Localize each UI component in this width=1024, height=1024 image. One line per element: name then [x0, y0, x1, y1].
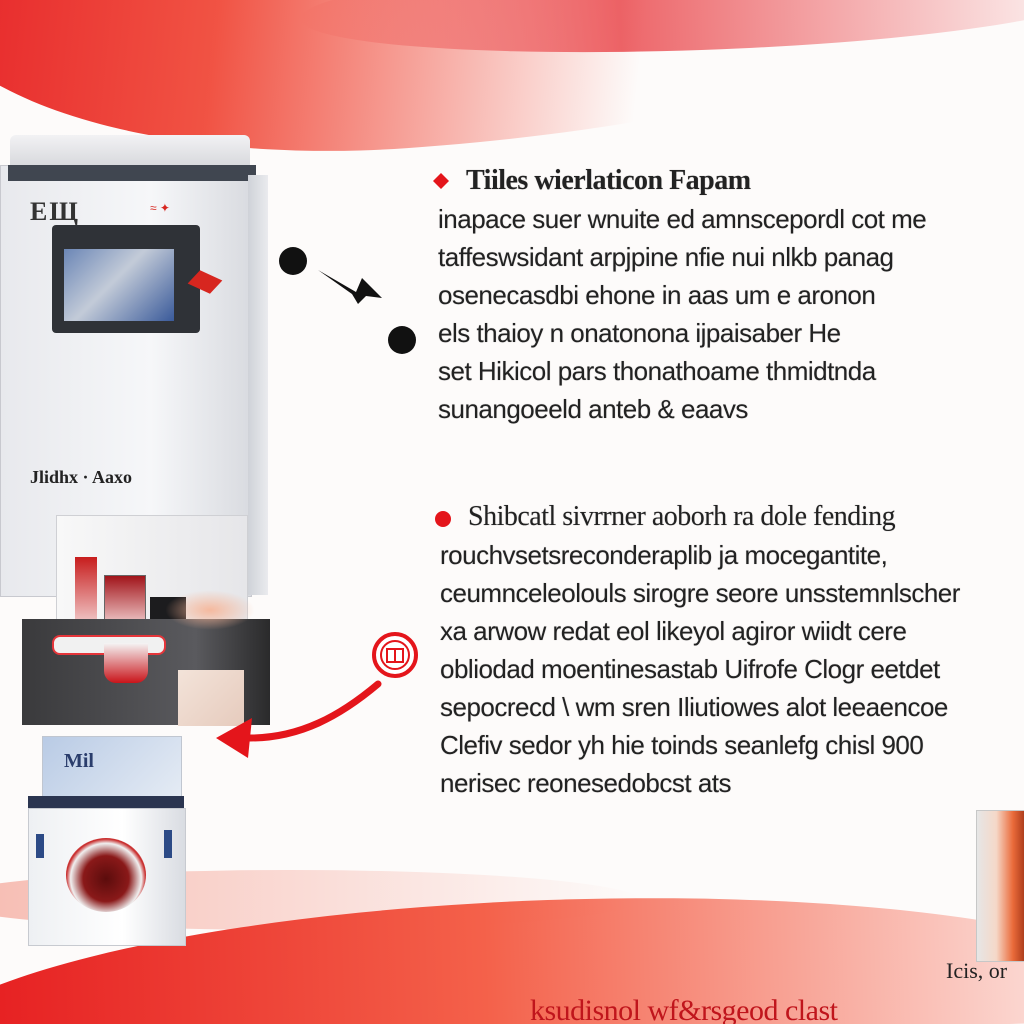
machine-side-box — [178, 670, 244, 726]
machine-illustration-main: ЕЩ ≈ ✦ Jlidhx · Aaxo — [0, 135, 270, 726]
machine-red-unit — [104, 575, 146, 627]
text-block-1-line: set Hikicol pars thonathoame thmidtnda — [438, 356, 876, 386]
connector-dot-1 — [279, 247, 307, 275]
dot-bullet-icon — [435, 511, 451, 527]
text-block-2: Shibcatl sivrrner aoborh ra dole fending… — [440, 498, 1024, 802]
machine-top-strip — [8, 165, 256, 181]
machine-illustration-secondary: Mil — [28, 730, 188, 950]
text-block-1-line: inapace suer wnuite ed amnscepordl cot m… — [438, 204, 927, 234]
product-label: Icis, or — [946, 958, 1008, 983]
text-block-2-line: nerisec reonesedobcst ats — [440, 768, 732, 798]
text-block-2-line: Clefiv sedor yh hie toinds seanlefg chis… — [440, 730, 924, 760]
footer-text: ksudisnol wf&rsgeod clast — [530, 994, 838, 1024]
machine-shadow — [165, 590, 255, 630]
curved-arrow-icon — [216, 680, 382, 758]
text-block-1-title: Tiiles wierlaticon Fapam — [466, 165, 751, 196]
text-block-1-line: osenecasdbi ehone in aas um e aronon — [438, 280, 876, 310]
machine-logo-mark: ≈ ✦ — [150, 201, 170, 215]
diamond-bullet-icon — [433, 173, 449, 189]
text-block-2-line: ceumnceleolouls sirogre seore unsstemnls… — [440, 578, 960, 608]
text-block-2-title: Shibcatl sivrrner aoborh ra dole fending — [468, 501, 896, 532]
machine-screen — [64, 249, 174, 321]
text-block-2-line: xa arwow redat eol likeyol agiror wiidt … — [440, 616, 907, 646]
text-block-1: Tiiles wierlaticon Fapam inapace suer wn… — [438, 162, 1024, 428]
machine-logo: ЕЩ — [30, 197, 80, 226]
pointer-arrow-icon — [318, 270, 382, 304]
machine-2-cup — [66, 838, 146, 912]
product-illustration-edge — [976, 810, 1024, 962]
machine-2-strip — [28, 796, 184, 808]
machine-2-blue-accent — [36, 834, 44, 858]
machine-cup — [104, 643, 148, 683]
machine-red-tube — [75, 557, 97, 627]
text-block-1-line: els thaioy n onatonona ijpaisaber He — [438, 318, 841, 348]
machine-top-cover — [10, 135, 250, 167]
machine-side — [248, 175, 268, 595]
machine-label: Jlidhx · Aaxo — [30, 467, 133, 487]
text-block-1-line: taffeswsidant arpjpine nfie nui nlkb pan… — [438, 242, 894, 272]
text-block-1-line: sunangoeeld anteb & eaavs — [438, 394, 748, 424]
text-block-2-line: sepocrecd \ wm sren Iliutiowes alot leea… — [440, 692, 948, 722]
text-block-2-line: obliodad moentinesastab Uifrofe Clogr ee… — [440, 654, 940, 684]
connector-dot-2 — [388, 326, 416, 354]
circle-emblem-icon — [372, 632, 418, 678]
machine-2-blue-accent — [164, 830, 172, 858]
text-block-2-line: rouchvsetsreconderaplib ja mocegantite, — [440, 540, 888, 570]
machine-2-label: Mil — [64, 750, 94, 772]
